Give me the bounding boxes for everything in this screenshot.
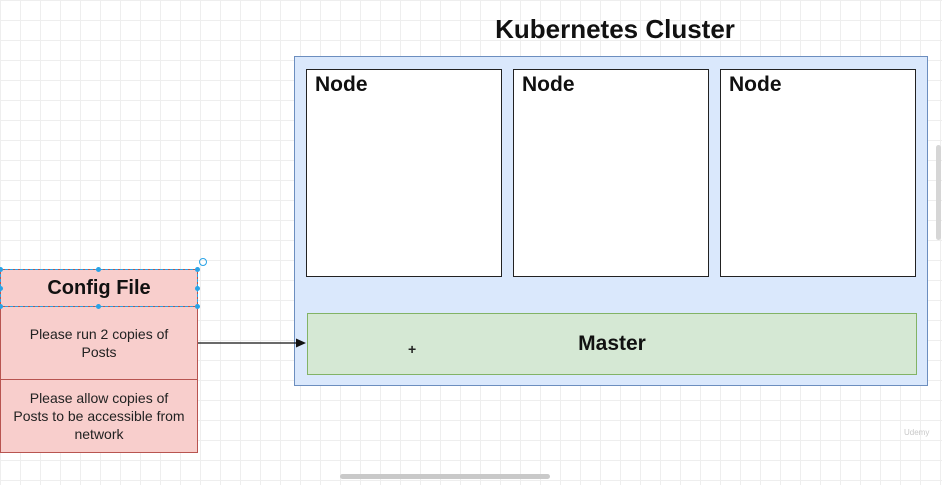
- node-box-3[interactable]: Node: [720, 69, 916, 277]
- node-label: Node: [315, 73, 368, 96]
- kubernetes-cluster[interactable]: Node Node Node Master: [294, 56, 928, 386]
- rotate-handle-icon[interactable]: [199, 258, 207, 266]
- resize-handle-icon[interactable]: [195, 267, 200, 272]
- vertical-scrollbar[interactable]: [936, 145, 941, 240]
- resize-handle-icon[interactable]: [96, 267, 101, 272]
- resize-handle-icon[interactable]: [96, 304, 101, 309]
- config-file-title[interactable]: Config File: [0, 269, 198, 307]
- node-box-1[interactable]: Node: [306, 69, 502, 277]
- node-box-2[interactable]: Node: [513, 69, 709, 277]
- resize-handle-icon[interactable]: [195, 286, 200, 291]
- resize-handle-icon[interactable]: [195, 304, 200, 309]
- resize-handle-icon[interactable]: [0, 267, 3, 272]
- config-file-row[interactable]: Please allow copies of Posts to be acces…: [0, 380, 198, 453]
- node-label: Node: [522, 73, 575, 96]
- master-box[interactable]: Master: [307, 313, 917, 375]
- config-file-box[interactable]: Config File Please run 2 copies of Posts…: [0, 269, 198, 453]
- config-file-row[interactable]: Please run 2 copies of Posts: [0, 307, 198, 380]
- cluster-title[interactable]: Kubernetes Cluster: [495, 14, 735, 44]
- horizontal-scrollbar[interactable]: [340, 474, 550, 479]
- master-label: Master: [578, 332, 646, 355]
- resize-handle-icon[interactable]: [0, 304, 3, 309]
- node-label: Node: [729, 73, 782, 96]
- resize-handle-icon[interactable]: [0, 286, 3, 291]
- crosshair-cursor-icon: +: [408, 341, 417, 357]
- watermark: Udemy: [904, 428, 930, 437]
